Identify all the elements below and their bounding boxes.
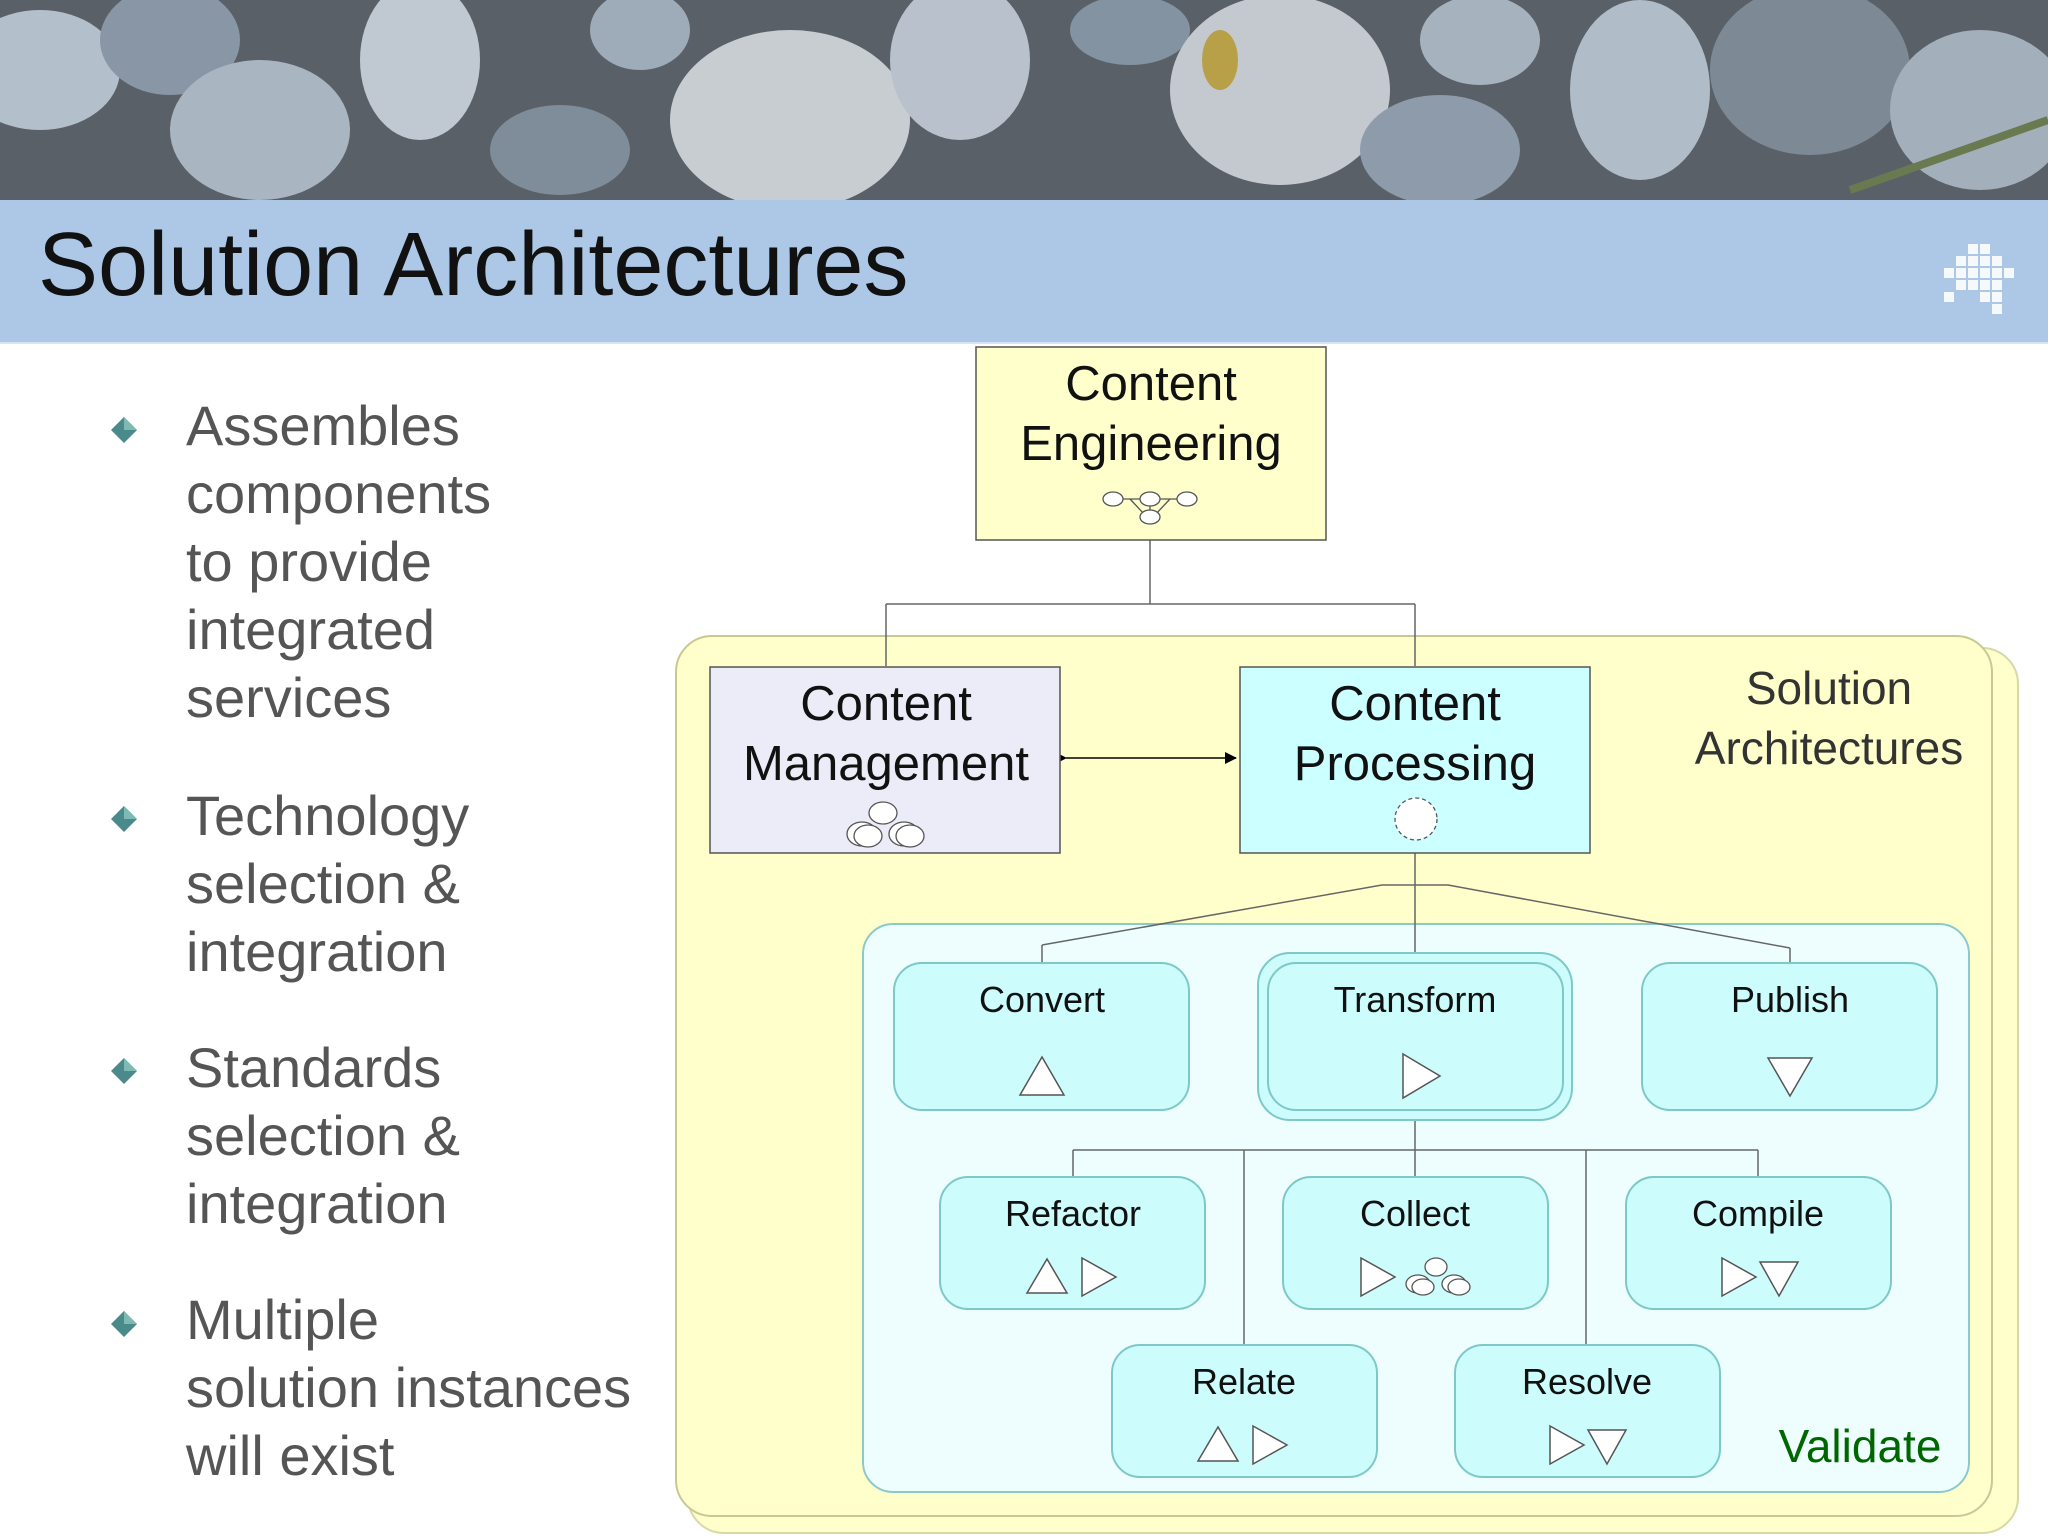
publish-box bbox=[1641, 962, 1938, 1111]
triangle-down-icon bbox=[1766, 1057, 1814, 1098]
content-management-label-line2: Management bbox=[743, 737, 1029, 791]
triangle-right-icon bbox=[1721, 1256, 1758, 1298]
solution-architectures-label-line1: Solution bbox=[1746, 662, 1912, 714]
compile-box bbox=[1625, 1176, 1892, 1310]
compile-label: Compile bbox=[1692, 1193, 1824, 1234]
solution-architectures-label-line2: Architectures bbox=[1695, 722, 1963, 774]
content-engineering-label-line1: Content bbox=[1065, 357, 1237, 411]
triangle-right-icon bbox=[1252, 1424, 1289, 1466]
transform-box bbox=[1267, 962, 1564, 1111]
bullet-text: Assembles components to provide integrat… bbox=[186, 394, 492, 729]
bullet-text: Multiple solution instances will exist bbox=[186, 1288, 632, 1487]
relate-label: Relate bbox=[1192, 1361, 1296, 1402]
stacked-discs-icon bbox=[1405, 1257, 1471, 1296]
transform-label: Transform bbox=[1334, 979, 1497, 1020]
content-processing-label-line1: Content bbox=[1329, 677, 1501, 731]
collect-box bbox=[1282, 1176, 1549, 1310]
triangle-up-icon bbox=[1196, 1425, 1240, 1462]
bullet-text: Standards selection & integration bbox=[186, 1036, 460, 1235]
content-engineering-label-line2: Engineering bbox=[1020, 417, 1282, 471]
convert-box bbox=[893, 962, 1190, 1111]
resolve-box bbox=[1454, 1344, 1721, 1478]
slide-title: Solution Architectures bbox=[38, 215, 909, 315]
grid-logo-icon bbox=[1944, 244, 2014, 314]
triangle-up-icon bbox=[1018, 1055, 1066, 1096]
bullet-text: Technology selection & integration bbox=[186, 784, 470, 983]
bullet-diamond-icon bbox=[111, 417, 137, 443]
gear-icon bbox=[1394, 797, 1438, 841]
triangle-right-icon bbox=[1549, 1424, 1586, 1466]
bullet-diamond-icon bbox=[111, 1311, 137, 1337]
resolve-label: Resolve bbox=[1522, 1361, 1652, 1402]
content-processing-label-line2: Processing bbox=[1294, 737, 1536, 791]
title-bar bbox=[0, 200, 2048, 344]
convert-label: Convert bbox=[979, 979, 1105, 1020]
relate-box bbox=[1111, 1344, 1378, 1478]
triangle-right-icon bbox=[1360, 1256, 1397, 1298]
publish-label: Publish bbox=[1731, 979, 1849, 1020]
triangle-down-icon bbox=[1758, 1261, 1800, 1298]
content-engineering-box bbox=[975, 346, 1327, 541]
bullet-diamond-icon bbox=[111, 1058, 137, 1084]
validate-label: Validate bbox=[1779, 1420, 1942, 1472]
triangle-right-icon bbox=[1402, 1052, 1442, 1100]
triangle-down-icon bbox=[1586, 1429, 1628, 1466]
refactor-box bbox=[939, 1176, 1206, 1310]
bullet-diamond-icon bbox=[111, 806, 137, 832]
stones-banner-image bbox=[0, 0, 2048, 200]
triangle-right-icon bbox=[1081, 1256, 1118, 1298]
collect-label: Collect bbox=[1360, 1193, 1470, 1234]
stacked-discs-icon bbox=[846, 801, 925, 848]
content-management-label-line1: Content bbox=[800, 677, 972, 731]
network-icon bbox=[1102, 491, 1198, 525]
refactor-label: Refactor bbox=[1005, 1193, 1141, 1234]
triangle-up-icon bbox=[1025, 1257, 1069, 1294]
